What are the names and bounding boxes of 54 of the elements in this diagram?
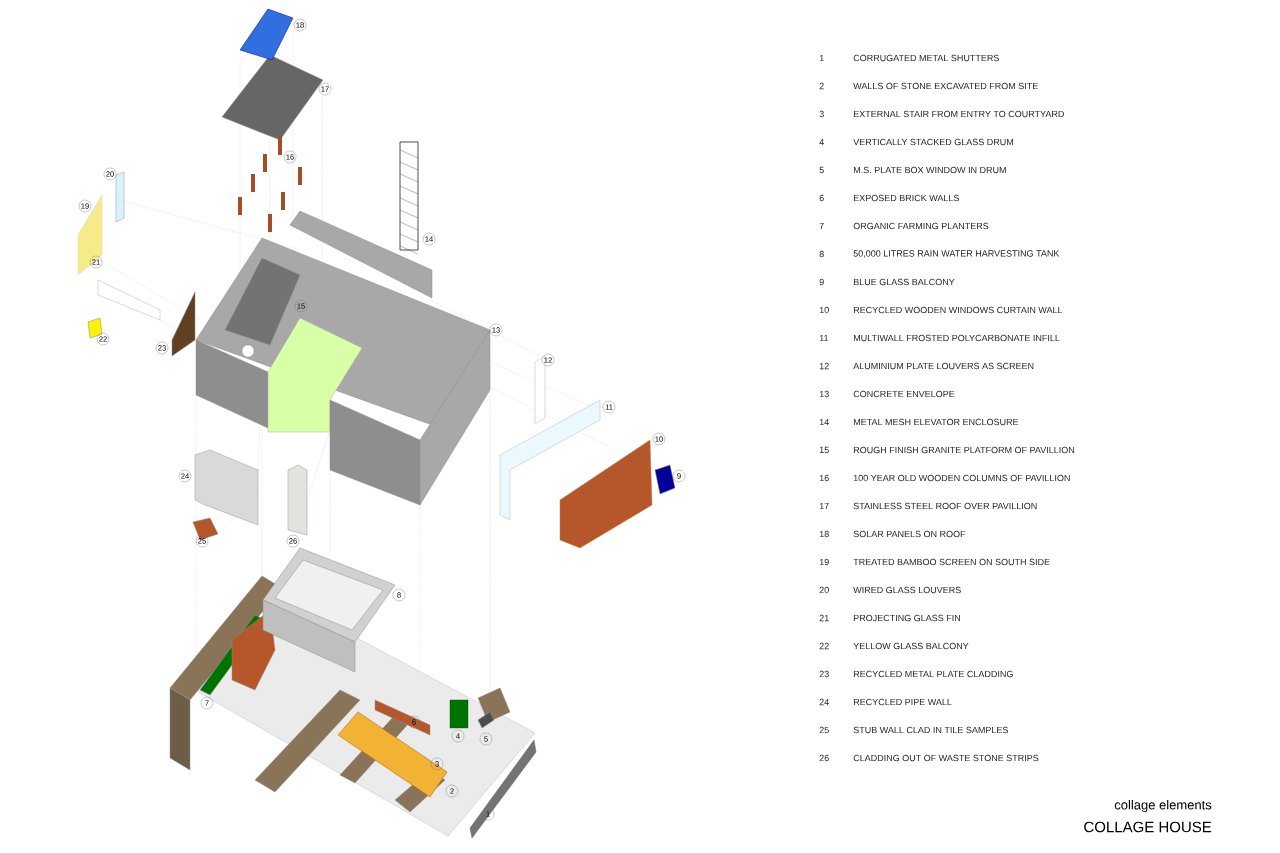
item-number: 12 [819, 362, 829, 370]
item-number: 10 [819, 306, 829, 314]
item-number: 15 [819, 446, 829, 454]
item-number: 9 [819, 278, 824, 286]
item-description: MULTIWALL FROSTED POLYCARBONATE INFILL [853, 334, 1060, 342]
item-description: TREATED BAMBOO SCREEN ON SOUTH SIDE [853, 558, 1050, 566]
item-number: 8 [819, 250, 824, 258]
item-number: 11 [819, 334, 829, 342]
item-description: PROJECTING GLASS FIN [853, 614, 960, 622]
item-description: CONCRETE ENVELOPE [853, 390, 955, 398]
item-number: 5 [819, 166, 824, 174]
item-description: EXTERNAL STAIR FROM ENTRY TO COURTYARD [853, 110, 1064, 118]
item-number: 22 [819, 642, 829, 650]
item-number: 24 [819, 698, 829, 706]
item-number: 2 [819, 82, 824, 90]
item-description: SOLAR PANELS ON ROOF [853, 530, 966, 538]
item-description: M.S. PLATE BOX WINDOW IN DRUM [853, 166, 1006, 174]
item-description: VERTICALLY STACKED GLASS DRUM [853, 138, 1013, 146]
item-number: 26 [819, 754, 829, 762]
item-description: CORRUGATED METAL SHUTTERS [853, 54, 999, 62]
item-number: 1 [819, 54, 824, 62]
item-description: ALUMINIUM PLATE LOUVERS AS SCREEN [853, 362, 1034, 370]
item-description: STUB WALL CLAD IN TILE SAMPLES [853, 726, 1008, 734]
item-description: ORGANIC FARMING PLANTERS [853, 222, 989, 230]
item-description: METAL MESH ELEVATOR ENCLOSURE [853, 418, 1019, 426]
item-number: 20 [819, 586, 829, 594]
item-description: YELLOW GLASS BALCONY [853, 642, 969, 650]
item-number: 16 [819, 474, 829, 482]
item-number: 25 [819, 726, 829, 734]
item-number: 19 [819, 558, 829, 566]
item-number: 23 [819, 670, 829, 678]
item-description: 50,000 LITRES RAIN WATER HARVESTING TANK [853, 250, 1060, 258]
item-description: RECYCLED PIPE WALL [853, 698, 952, 706]
item-number: 18 [819, 530, 829, 538]
item-number: 17 [819, 502, 829, 510]
item-description: EXPOSED BRICK WALLS [853, 194, 959, 202]
item-number: 14 [819, 418, 829, 426]
item-description: RECYCLED METAL PLATE CLADDING [853, 670, 1013, 678]
item-description: ROUGH FINISH GRANITE PLATFORM OF PAVILLION [853, 446, 1074, 454]
item-number: 4 [819, 138, 824, 146]
item-number: 7 [819, 222, 824, 230]
item-description: STAINLESS STEEL ROOF OVER PAVILLION [853, 502, 1037, 510]
item-description: WALLS OF STONE EXCAVATED FROM SITE [853, 82, 1038, 90]
item-number: 13 [819, 390, 829, 398]
item-description: 100 YEAR OLD WOODEN COLUMNS OF PAVILLION [853, 474, 1070, 482]
item-description: CLADDING OUT OF WASTE STONE STRIPS [853, 754, 1039, 762]
caption: collage elements [1114, 799, 1212, 813]
item-description: WIRED GLASS LOUVERS [853, 586, 961, 594]
item-number: 3 [819, 110, 824, 118]
item-description: RECYCLED WOODEN WINDOWS CURTAIN WALL [853, 306, 1063, 314]
item-number: 6 [819, 194, 824, 202]
item-number: 21 [819, 614, 829, 622]
title: COLLAGE HOUSE [1084, 821, 1212, 833]
item-description: BLUE GLASS BALCONY [853, 278, 955, 286]
